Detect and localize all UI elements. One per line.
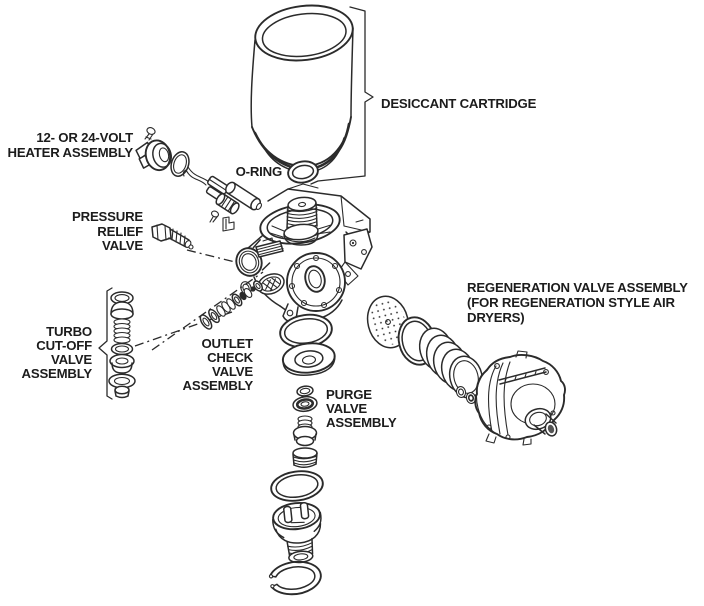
svg-text:VALVE: VALVE bbox=[212, 364, 253, 379]
svg-text:PRESSURE: PRESSURE bbox=[72, 209, 143, 224]
labels: DESICCANT CARTRIDGE O-RING 12- OR 24-VOL… bbox=[8, 96, 689, 430]
svg-text:(FOR REGENERATION STYLE AIR: (FOR REGENERATION STYLE AIR bbox=[467, 295, 675, 310]
front-flange bbox=[286, 252, 346, 312]
piston-spring bbox=[283, 196, 319, 246]
label-turbo-cutoff: TURBO CUT-OFF VALVE ASSEMBLY bbox=[22, 324, 93, 381]
svg-text:DRYERS): DRYERS) bbox=[467, 310, 524, 325]
snap-ring bbox=[268, 560, 322, 596]
inlet-port bbox=[235, 239, 271, 277]
svg-text:12- OR 24-VOLT: 12- OR 24-VOLT bbox=[36, 130, 133, 145]
svg-text:TURBO: TURBO bbox=[46, 324, 92, 339]
grille-plate bbox=[255, 237, 284, 258]
label-heater: 12- OR 24-VOLT HEATER ASSEMBLY bbox=[8, 130, 134, 160]
svg-text:VALVE: VALVE bbox=[326, 401, 367, 416]
purge-valve-assembly bbox=[268, 313, 336, 596]
svg-text:VALVE: VALVE bbox=[102, 238, 143, 253]
coil-spring bbox=[418, 327, 484, 399]
desiccant-cartridge bbox=[250, 4, 354, 173]
outlet-check-valve-assembly bbox=[151, 271, 264, 351]
label-pressure-relief: PRESSURE RELIEF VALVE bbox=[72, 209, 144, 253]
svg-text:OUTLET: OUTLET bbox=[201, 336, 253, 351]
svg-text:PURGE: PURGE bbox=[326, 387, 372, 402]
turbo-cutoff-valve-assembly bbox=[98, 287, 233, 400]
svg-text:REGENERATION VALVE ASSEMBLY: REGENERATION VALVE ASSEMBLY bbox=[467, 280, 688, 295]
desiccant-brace bbox=[310, 6, 374, 185]
label-outlet-check: OUTLET CHECK VALVE ASSEMBLY bbox=[183, 336, 254, 393]
svg-text:VALVE: VALVE bbox=[51, 352, 92, 367]
label-o-ring: O-RING bbox=[236, 164, 282, 179]
regeneration-valve-assembly bbox=[366, 295, 566, 446]
screw-icon bbox=[144, 127, 156, 141]
purge-piston bbox=[272, 501, 322, 564]
svg-text:ASSEMBLY: ASSEMBLY bbox=[326, 415, 397, 430]
o-ring bbox=[287, 160, 319, 184]
svg-text:ASSEMBLY: ASSEMBLY bbox=[22, 366, 93, 381]
svg-text:ASSEMBLY: ASSEMBLY bbox=[183, 378, 254, 393]
svg-text:HEATER ASSEMBLY: HEATER ASSEMBLY bbox=[8, 145, 134, 160]
heater-assembly bbox=[135, 127, 263, 232]
regeneration-valve-body bbox=[474, 350, 566, 446]
screw-icon bbox=[209, 210, 220, 223]
svg-text:CHECK: CHECK bbox=[207, 350, 254, 365]
label-purge-valve: PURGE VALVE ASSEMBLY bbox=[326, 387, 397, 430]
svg-text:CUT-OFF: CUT-OFF bbox=[36, 338, 92, 353]
label-desiccant-cartridge: DESICCANT CARTRIDGE bbox=[381, 96, 537, 111]
pressure-relief-valve bbox=[151, 223, 240, 264]
label-regeneration: REGENERATION VALVE ASSEMBLY (FOR REGENER… bbox=[467, 280, 688, 325]
svg-text:RELIEF: RELIEF bbox=[97, 224, 143, 239]
